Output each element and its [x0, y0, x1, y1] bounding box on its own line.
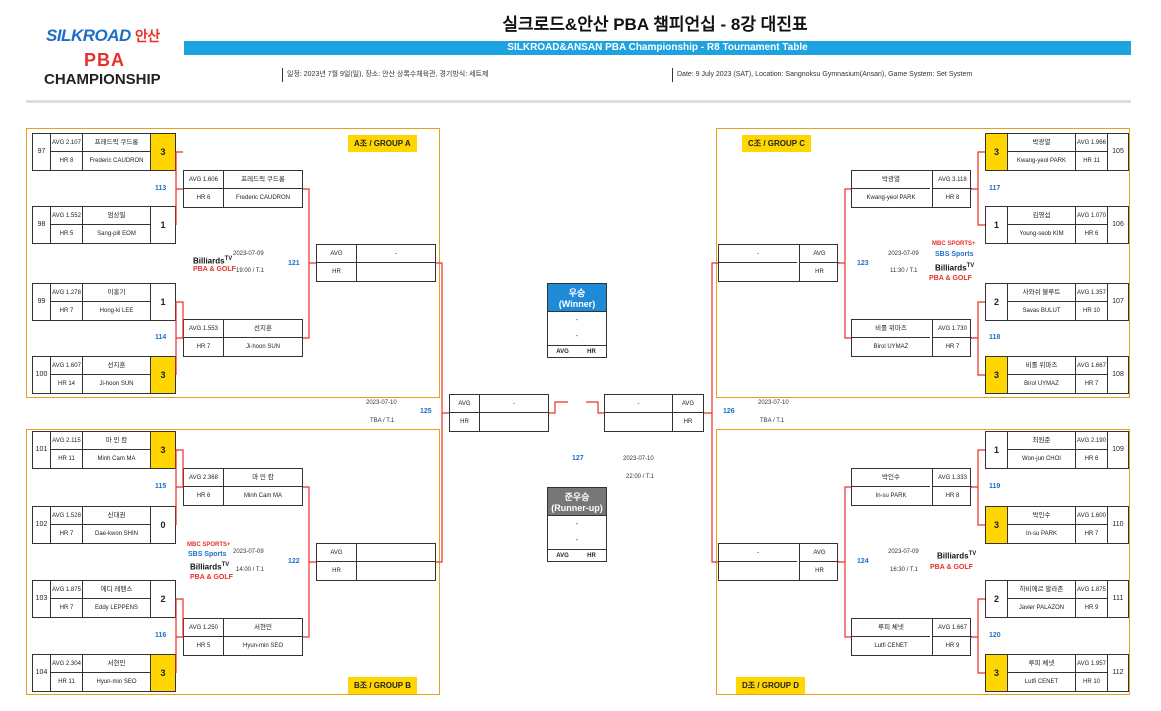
group-c-label: C조 / GROUP C [742, 135, 811, 152]
time-127: 22:00 / T.1 [626, 474, 654, 480]
date-125: 2023-07-10 [366, 400, 397, 406]
billiards-tv-logo-b: BilliardsTV [190, 562, 230, 572]
match-123: 123 [857, 260, 869, 267]
date-121: 2023-07-09 [233, 251, 264, 257]
pba-golf-logo-d: PBA & GOLF [930, 564, 973, 571]
pba-logo: PBA [84, 50, 126, 70]
match-120: 120 [989, 632, 1001, 639]
info-korean: 일정: 2023년 7월 9일(일), 장소: 안산 상록수체육관, 경기방식:… [282, 68, 488, 82]
time-126: TBA / T.1 [760, 418, 785, 424]
time-121: 19:00 / T.1 [236, 268, 264, 274]
group-d-label: D조 / GROUP D [736, 677, 805, 694]
match-115: 115 [155, 483, 167, 490]
match-124: 124 [857, 558, 869, 565]
time-125: TBA / T.1 [370, 418, 395, 424]
winner-header: 우승(Winner) [548, 284, 606, 311]
pba-golf-logo-c: PBA & GOLF [929, 275, 972, 282]
date-124: 2023-07-09 [888, 549, 919, 555]
match-119: 119 [989, 483, 1001, 490]
date-122: 2023-07-09 [233, 549, 264, 555]
time-122: 14:00 / T.1 [236, 567, 264, 573]
sbs-sports-logo: SBS Sports [188, 551, 227, 558]
time-123: 11:30 / T.1 [890, 268, 918, 274]
date-127: 2023-07-10 [623, 456, 654, 462]
page-subtitle: SILKROAD&ANSAN PBA Championship - R8 Tou… [184, 41, 1131, 55]
match-113: 113 [155, 185, 167, 192]
match-114: 114 [155, 334, 167, 341]
pba-golf-logo: PBA & GOLF [193, 266, 236, 273]
match-126: 126 [723, 408, 735, 415]
runner-up-header: 준우승(Runner-up) [548, 488, 606, 515]
sbs-sports-logo-c: SBS Sports [935, 251, 974, 258]
info-english: Date: 9 July 2023 (SAT), Location: Sangn… [672, 68, 972, 82]
group-a-label: A조 / GROUP A [348, 135, 417, 152]
match-118: 118 [989, 334, 1001, 341]
semi-a: AVG-HR [316, 244, 436, 282]
page-title: 실크로드&안산 PBA 챔피언십 - 8강 대진표 [502, 15, 808, 34]
time-124: 16:30 / T.1 [890, 567, 918, 573]
match-121: 121 [288, 260, 300, 267]
match-117: 117 [989, 185, 1001, 192]
match-125: 125 [420, 408, 432, 415]
date-123: 2023-07-09 [888, 251, 919, 257]
mbc-sports-logo: MBC SPORTS+ [187, 542, 231, 548]
billiards-tv-logo-d: BilliardsTV [937, 551, 977, 561]
final-left: AVG-HR [449, 394, 549, 432]
mbc-sports-logo-c: MBC SPORTS+ [932, 241, 976, 247]
group-b-label: B조 / GROUP B [348, 677, 417, 694]
billiards-tv-logo-c: BilliardsTV [935, 263, 975, 273]
silkroad-logo: SILKROAD 안산 [46, 26, 160, 45]
pba-golf-logo-b: PBA & GOLF [190, 574, 233, 581]
date-126: 2023-07-10 [758, 400, 789, 406]
header-divider [26, 100, 1131, 103]
match-116: 116 [155, 632, 167, 639]
match-122: 122 [288, 558, 300, 565]
match-127: 127 [572, 455, 584, 462]
billiards-tv-logo: BilliardsTV [193, 256, 233, 266]
championship-logo: CHAMPIONSHIP [44, 71, 161, 88]
